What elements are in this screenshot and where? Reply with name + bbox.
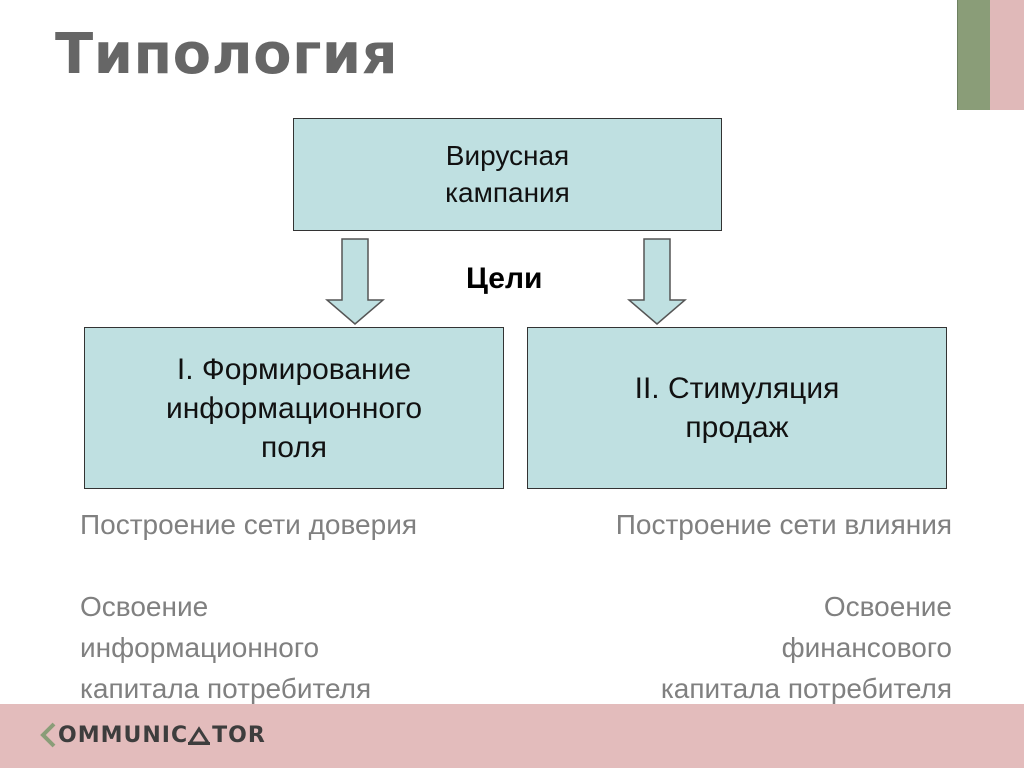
communicator-logo: OMMUNIC TOR: [40, 722, 266, 748]
decor-stripe-green: [958, 0, 990, 110]
right-note-line-1: Освоение: [823, 591, 952, 622]
left-note-information-capital: Освоение информационного капитала потреб…: [80, 586, 500, 709]
right-box-line-1: II. Стимуляция: [634, 372, 840, 405]
decor-stripe-pink: [990, 0, 1024, 110]
left-box-line-1: I. Формирование: [176, 352, 412, 386]
left-note-line-3: капитала потребителя: [80, 673, 372, 704]
left-note-line-2: информационного: [80, 632, 320, 663]
top-box-line-2: кампания: [445, 176, 570, 208]
footer-bar: OMMUNIC TOR: [0, 704, 1024, 768]
left-box-line-3: поля: [260, 430, 327, 464]
left-note-trust-network: Построение сети доверия: [80, 509, 417, 540]
goal-box-information-field: I. Формирование информационного поля: [84, 327, 504, 489]
decor-stripe-divider: [957, 0, 958, 110]
logo-text-part-2: TOR: [212, 722, 266, 748]
viral-campaign-box: Вирусная кампания: [293, 118, 722, 231]
arrow-down-right-icon: [627, 238, 687, 325]
goals-label: Цели: [466, 262, 543, 295]
page-title: Типология: [55, 22, 399, 87]
arrow-down-left-icon: [325, 238, 385, 325]
right-note-line-3: капитала потребителя: [660, 673, 952, 704]
left-box-line-2: информационного: [165, 391, 423, 425]
right-box-line-2: продаж: [685, 411, 789, 444]
right-note-financial-capital: Освоение финансового капитала потребител…: [532, 586, 952, 709]
logo-text-part-1: OMMUNIC: [58, 722, 189, 748]
top-box-line-1: Вирусная: [445, 140, 570, 172]
logo-triangle-icon: [188, 726, 211, 745]
logo-chevron-icon: [40, 722, 56, 748]
right-note-line-2: финансового: [781, 632, 952, 663]
left-note-line-1: Освоение: [80, 591, 209, 622]
goal-box-sales-stimulation: II. Стимуляция продаж: [527, 327, 947, 489]
right-note-influence-network: Построение сети влияния: [615, 509, 952, 540]
